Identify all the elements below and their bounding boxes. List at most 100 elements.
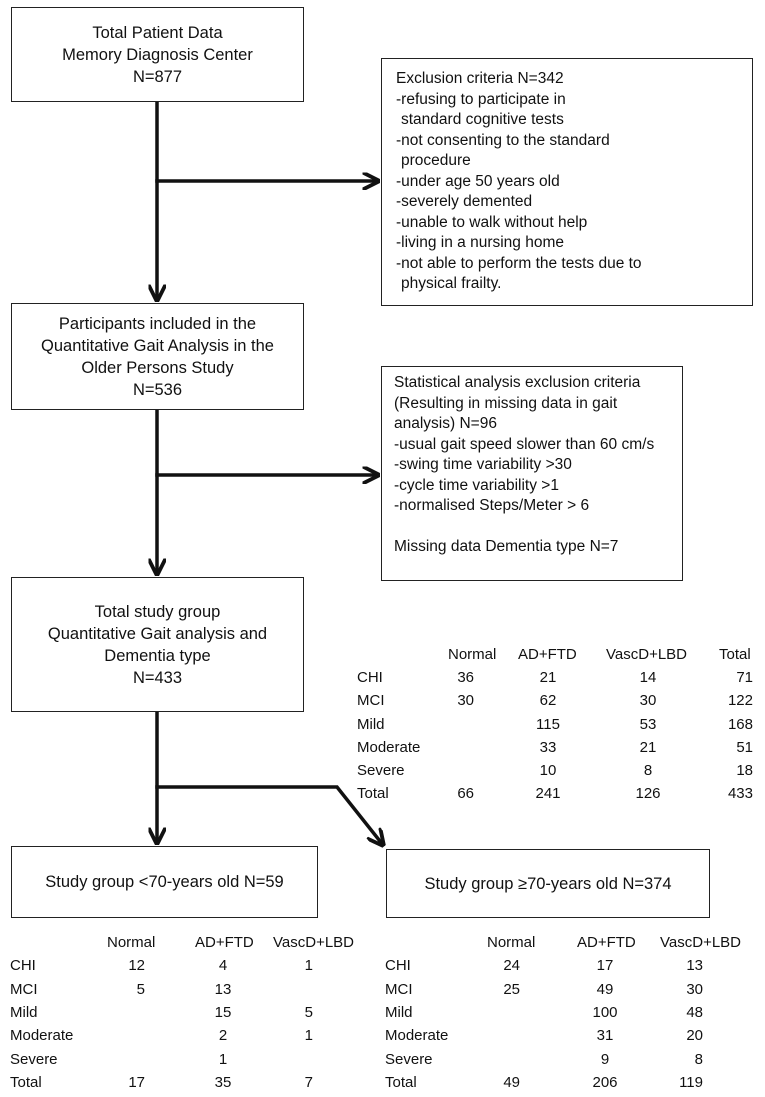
box-text-line xyxy=(394,517,682,538)
table-row-label: Moderate xyxy=(10,1027,74,1045)
box-text-line: Statistical analysis exclusion criteria xyxy=(394,374,641,391)
table-cell: 51 xyxy=(736,738,753,756)
table-cell: 18 xyxy=(736,762,753,779)
table-cell: 62 xyxy=(539,692,557,710)
box-text-line: -normalised Steps/Meter > 6 xyxy=(394,497,590,514)
box-text-line: Total study group xyxy=(94,602,221,621)
table-cell: 66 xyxy=(457,785,474,803)
under70-group-box: Study group <70-years old N=59 xyxy=(11,846,318,918)
table-cell: 53 xyxy=(639,715,657,733)
table-column-header: VascD+LBD xyxy=(660,934,742,951)
table-cell: 2 xyxy=(218,1027,228,1045)
box-text-line: -not consenting to the standard xyxy=(396,131,610,149)
table-cell: 14 xyxy=(639,669,657,687)
box-text-line: -refusing to participate in xyxy=(396,90,566,108)
table-row-label: CHI xyxy=(10,957,36,975)
box-text-line: Older Persons Study xyxy=(81,358,234,377)
box-text-line: -cycle time variability >1 xyxy=(394,476,559,494)
box-text-line: N=877 xyxy=(132,67,183,86)
table-cell: 21 xyxy=(539,669,557,687)
arrow-study-to-over70 xyxy=(155,785,383,845)
table-column-header: VascD+LBD xyxy=(273,934,355,951)
table-column-header: Normal xyxy=(448,646,497,663)
table-cell: 433 xyxy=(727,785,753,803)
table-cell: 13 xyxy=(214,980,232,998)
box-text-line: -swing time variability >30 xyxy=(394,456,572,473)
box-text-line: Exclusion criteria N=342 xyxy=(396,70,564,87)
table-cell: 17 xyxy=(128,1073,145,1091)
table-row-label: Mild xyxy=(10,1003,38,1021)
table-cell: 48 xyxy=(686,1003,703,1021)
box-text-line: Study group <70-years old N=59 xyxy=(45,873,284,891)
table-cell: 49 xyxy=(503,1073,520,1091)
table-row-label: Mild xyxy=(385,1003,413,1021)
box-text-line: Missing data Dementia type N=7 xyxy=(394,538,619,555)
table-row-label: MCI xyxy=(357,692,385,710)
table-row-label: Severe xyxy=(10,1050,58,1068)
table-cell: 122 xyxy=(727,692,753,710)
table-cell: 4 xyxy=(218,957,228,975)
box-text-line: -not able to perform the tests due to xyxy=(396,254,642,272)
table-cell: 1 xyxy=(304,1027,313,1045)
box-text-line: N=433 xyxy=(132,668,183,687)
table-row-label: CHI xyxy=(357,669,383,687)
table-row-label: MCI xyxy=(385,980,413,998)
table-cell: 168 xyxy=(727,715,753,733)
exclusion-criteria-box: Exclusion criteria N=342 -refusing to par… xyxy=(381,58,753,306)
statistical-exclusion-box: Statistical analysis exclusion criteria (… xyxy=(381,366,683,581)
table-cell: 1 xyxy=(218,1050,228,1068)
table-cell: 20 xyxy=(686,1027,703,1045)
box-text-line: N=536 xyxy=(132,380,183,399)
table-cell: 8 xyxy=(694,1050,703,1068)
table-row-label: Total xyxy=(10,1073,42,1091)
table-row-label: Moderate xyxy=(357,738,421,756)
table-cell: 13 xyxy=(686,957,703,975)
table-cell: 8 xyxy=(643,762,653,779)
table-row-label: Severe xyxy=(385,1050,433,1068)
over70-group-box: Study group ≥70-years old N=374 xyxy=(386,849,710,918)
table-cell: 115 xyxy=(536,715,560,733)
table-cell: 21 xyxy=(639,738,657,756)
table-row-label: CHI xyxy=(385,957,411,975)
table-cell: 24 xyxy=(503,957,520,975)
table-cell: 9 xyxy=(600,1050,610,1068)
table-row-label: Mild xyxy=(357,715,385,733)
table-cell: 15 xyxy=(214,1003,232,1021)
table-cell: 35 xyxy=(214,1073,232,1091)
table-cell: 119 xyxy=(679,1073,703,1091)
table-cell: 7 xyxy=(304,1073,313,1091)
table-cell: 30 xyxy=(686,980,703,998)
table-cell: 17 xyxy=(596,957,614,975)
table-cell: 31 xyxy=(596,1027,614,1045)
table-row-label: Total xyxy=(385,1073,417,1091)
table-column-header: Total xyxy=(719,646,751,663)
table-cell: 33 xyxy=(539,738,557,756)
table-row-label: Severe xyxy=(357,762,405,779)
box-text-line: analysis) N=96 xyxy=(394,415,497,432)
box-text-line: standard cognitive tests xyxy=(401,111,564,128)
box-text-line: Participants included in the xyxy=(58,314,257,333)
table-cell: 206 xyxy=(592,1073,618,1091)
table-column-header: Normal xyxy=(487,934,536,951)
box-text-line: Quantitative Gait analysis and xyxy=(47,624,268,643)
box-text-line: -living in a nursing home xyxy=(396,234,565,251)
table-cell: 25 xyxy=(503,980,520,998)
box-text-line: (Resulting in missing data in gait xyxy=(394,394,618,412)
box-text-line: procedure xyxy=(401,152,471,169)
table-column-header: AD+FTD xyxy=(518,646,577,663)
table-cell: 241 xyxy=(535,785,561,803)
table-column-header: Normal xyxy=(107,934,156,951)
box-text-line: -under age 50 years old xyxy=(396,172,560,190)
table-column-header: AD+FTD xyxy=(577,934,636,951)
table-row-label: Total xyxy=(357,785,389,803)
table-cell: 126 xyxy=(635,785,661,803)
box-text-line: Total Patient Data xyxy=(92,23,223,42)
box-text-line: physical frailty. xyxy=(401,275,502,292)
table-cell: 49 xyxy=(596,980,614,998)
box-text-line: Quantitative Gait Analysis in the xyxy=(41,336,274,355)
table-cell: 36 xyxy=(457,669,474,687)
table-column-header: AD+FTD xyxy=(195,934,254,951)
